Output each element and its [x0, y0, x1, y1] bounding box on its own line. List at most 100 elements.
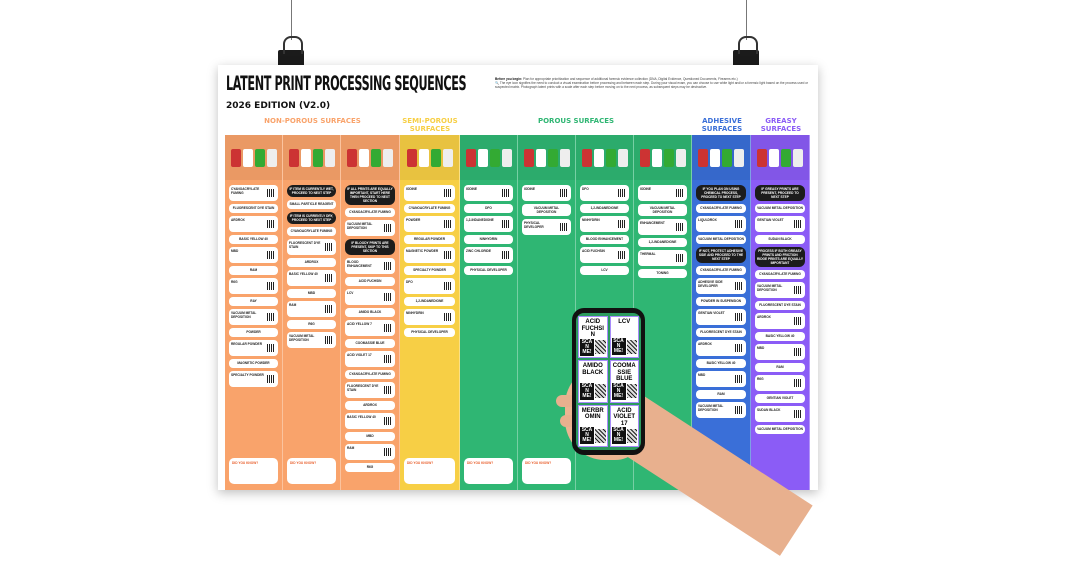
process-card: 1,2-INDANEDIONE [580, 204, 629, 213]
process-card: ARDROX [696, 340, 746, 356]
process-card: ACID VIOLET 17 [345, 351, 395, 367]
intro-label: Before you begin: [495, 77, 523, 81]
process-card: SPECIALTY POWDER [229, 371, 278, 387]
surface-column: IF ITEM IS CURRENTLY WET, PROCEED TO NEX… [283, 135, 341, 490]
process-card: BLOOD ENHANCEMENT [580, 235, 629, 244]
process-card: DFO [580, 185, 629, 201]
surface-column: CYANOACRYLATE FUMING FLUORESCENT DYE STAI… [225, 135, 283, 490]
process-card: LCV [580, 266, 629, 275]
process-card: SUDAN BLACK [755, 235, 805, 244]
process-card: VACUUM METAL DEPOSITION [638, 204, 687, 216]
qr-code-icon [595, 384, 606, 399]
process-card: CYANOACRYLATE FUMING [229, 185, 278, 201]
process-card: MBD [229, 247, 278, 263]
process-card: ACID FUCHSIN [345, 277, 395, 286]
process-card: ARDROX [287, 258, 336, 267]
process-card: VACUUM METAL DEPOSITION [229, 309, 278, 325]
process-card: CYANOACRYLATE FUMING [755, 270, 805, 279]
scan-me-label: SCAN ME! [580, 427, 594, 444]
eye-text: The eye icon signifies the need to condu… [495, 81, 809, 90]
process-card: SUDAN BLACK [755, 406, 805, 422]
process-card: FLUORESCENT DYE STAIN [755, 301, 805, 310]
process-card: MBD [345, 432, 395, 441]
process-card: TONING [638, 269, 687, 278]
surface-column: IF GREASY PRINTS ARE PRESENT, PROCEED TO… [751, 135, 810, 490]
evidence-photo [341, 135, 399, 180]
instruction-card: IF ALL PRINTS ARE EQUALLY IMPORTANT, STA… [345, 185, 395, 205]
process-card: MAGNETIC POWDER [229, 359, 278, 368]
section-heading: ADHESIVE SURFACES [701, 117, 743, 133]
process-card: PHYSICAL DEVELOPER [404, 328, 455, 337]
process-card: 1,2-INDANEDIONE [464, 216, 513, 232]
process-card: VACUUM METAL DEPOSITION [522, 204, 571, 216]
process-card: SPECIALTY POWDER [404, 266, 455, 275]
process-card: GENTIAN VIOLET [696, 309, 746, 325]
process-card: BASIC YELLOW 40 [345, 413, 395, 429]
eye-icon: 🔍 [495, 81, 499, 86]
instruction-card: IF BLOODY PRINTS ARE PRESENT, SKIP TO TH… [345, 239, 395, 255]
evidence-photo [225, 135, 282, 180]
qr-code-icon [595, 340, 606, 354]
process-card: AMIDO BLACK [345, 308, 395, 317]
process-card: R6G [345, 463, 395, 472]
process-card: R6G [755, 375, 805, 391]
process-card: CYANOACRYLATE FUMING [696, 266, 746, 275]
qr-tile[interactable]: MERBROMIN SCAN ME! [578, 404, 608, 447]
did-you-know-bubble: DID YOU KNOW? [287, 458, 336, 484]
process-card: MBD [755, 344, 805, 360]
section-heading: SEMI-POROUS SURFACES [402, 117, 458, 133]
surface-column: IODINE VACUUM METAL DEPOSITION PHYSICAL DE… [518, 135, 576, 490]
tile-title: AMIDO BLACK [582, 363, 604, 376]
process-card: BASIC YELLOW 40 [696, 359, 746, 368]
instruction-card: IF GREASY PRINTS ARE PRESENT, PROCEED TO… [755, 185, 805, 201]
instruction-card: PROCESS IF BOTH GREASY PRINTS AND FRICTI… [755, 247, 805, 267]
qr-code-icon [626, 339, 637, 354]
evidence-photo [751, 135, 809, 180]
process-card: REGULAR POWDER [229, 340, 278, 356]
qr-code-icon [595, 428, 606, 443]
surface-column: IF ALL PRINTS ARE EQUALLY IMPORTANT, STA… [341, 135, 400, 490]
section-heading: NON-POROUS SURFACES [264, 117, 361, 125]
instruction-card: IF ITEM IS CURRENTLY WET, PROCEED TO NEX… [287, 185, 336, 197]
process-card: FLUORESCENT DYE STAIN [229, 204, 278, 213]
process-card: PHYSICAL DEVELOPER [464, 266, 513, 275]
did-you-know-bubble: DID YOU KNOW? [229, 458, 278, 484]
process-card: CYANOACRYLATE FUMING [345, 208, 395, 217]
process-card: IODINE [464, 185, 513, 201]
process-card: ENHANCEMENT [638, 219, 687, 235]
process-card: POWDER [229, 328, 278, 337]
process-card: GENTIAN VIOLET [755, 216, 805, 232]
tile-title: MERBROMIN [581, 407, 604, 421]
process-card: ACID YELLOW 7 [345, 320, 395, 336]
process-card: POWDER [404, 216, 455, 232]
process-card: BASIC YELLOW 40 [229, 235, 278, 244]
intro-text: Plan for appropriate prioritization and … [523, 77, 738, 81]
process-card: RAM [696, 390, 746, 399]
process-card: RAM [229, 266, 278, 275]
process-card: PHYSICAL DEVELOPER [522, 219, 571, 235]
process-card: POWDER IN SUSPENSION [696, 297, 746, 306]
process-card: ARDROX [345, 401, 395, 410]
process-card: R6G [229, 278, 278, 294]
tile-title: LCV [618, 319, 631, 325]
process-card: ZINC CHLORIDE [464, 247, 513, 263]
evidence-photo [400, 135, 459, 180]
process-card: NINHYDRIN [580, 216, 629, 232]
hanging-string [291, 0, 292, 40]
process-card: VACUUM METAL DEPOSITION [696, 402, 746, 418]
did-you-know-bubble: DID YOU KNOW? [464, 458, 513, 484]
evidence-photo [518, 135, 575, 180]
scan-me-label: SCAN ME! [580, 338, 594, 356]
process-card: DFO [404, 278, 455, 294]
process-card: IODINE [522, 185, 571, 201]
process-card: DFO [464, 204, 513, 213]
instruction-card: IF ITEM IS CURRENTLY DRY, PROCEED TO NEX… [287, 212, 336, 224]
process-card: LIQUI-DROX [696, 216, 746, 232]
